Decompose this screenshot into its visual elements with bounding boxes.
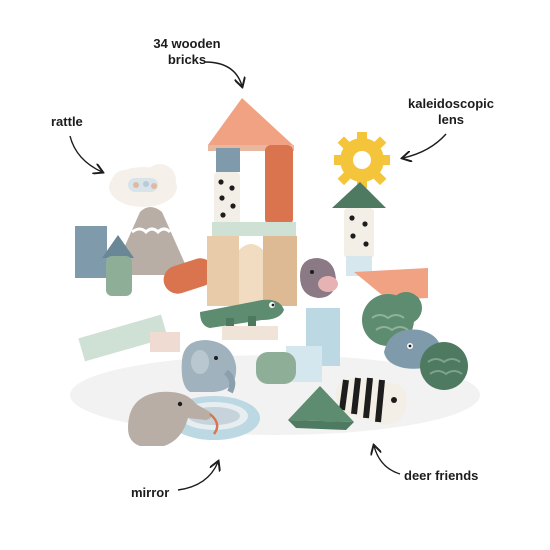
salmon-roof (208, 98, 293, 145)
wood-block-right (263, 236, 297, 306)
arrow-bricks (204, 61, 242, 86)
zebra (335, 377, 407, 425)
arrow-rattle (69, 135, 102, 172)
dotted-cylinder-right (344, 208, 374, 258)
label-deer-friends: deer friends (404, 468, 479, 483)
sage-cylinder (106, 256, 132, 296)
mint-long-plank (78, 314, 168, 362)
blue-triangle (102, 235, 134, 258)
rust-log (163, 258, 215, 294)
label-lens-line1: kaleidoscopic (408, 96, 494, 111)
elephant (181, 340, 237, 394)
label-kaleidoscopic-lens: kaleidoscopic lens (396, 96, 506, 128)
salmon-wedge (354, 268, 428, 300)
green-triangle-lens-base (332, 182, 386, 208)
label-wooden-bricks: 34 wooden bricks (132, 36, 242, 68)
sage-short-cylinder (256, 352, 296, 384)
arrow-deer (374, 446, 401, 475)
light-blue-base (346, 256, 372, 276)
rattle-cloud (109, 164, 177, 207)
arrow-mirror (177, 462, 218, 491)
arrow-lens (403, 133, 447, 158)
label-wooden-bricks-line2: bricks (167, 52, 207, 67)
green-bush-small (420, 342, 468, 390)
wood-block-left (207, 236, 239, 306)
mint-plank (212, 222, 296, 236)
label-wooden-bricks-line1: 34 wooden (153, 36, 221, 51)
pale-small-block (150, 332, 180, 352)
dotted-cylinder-left (214, 172, 240, 224)
pale-plank-under-croc (222, 326, 278, 340)
crocodile (200, 299, 284, 328)
green-triangle-floor (288, 386, 354, 422)
label-rattle: rattle (51, 114, 83, 129)
anteater (128, 391, 219, 446)
rust-pillar (265, 145, 293, 225)
blue-cube (216, 148, 240, 172)
label-mirror: mirror (131, 485, 170, 500)
blue-cuboid (75, 226, 107, 278)
label-lens-line2: lens (437, 112, 464, 127)
hippo (300, 258, 338, 298)
kaleidoscope-lens (334, 132, 390, 188)
